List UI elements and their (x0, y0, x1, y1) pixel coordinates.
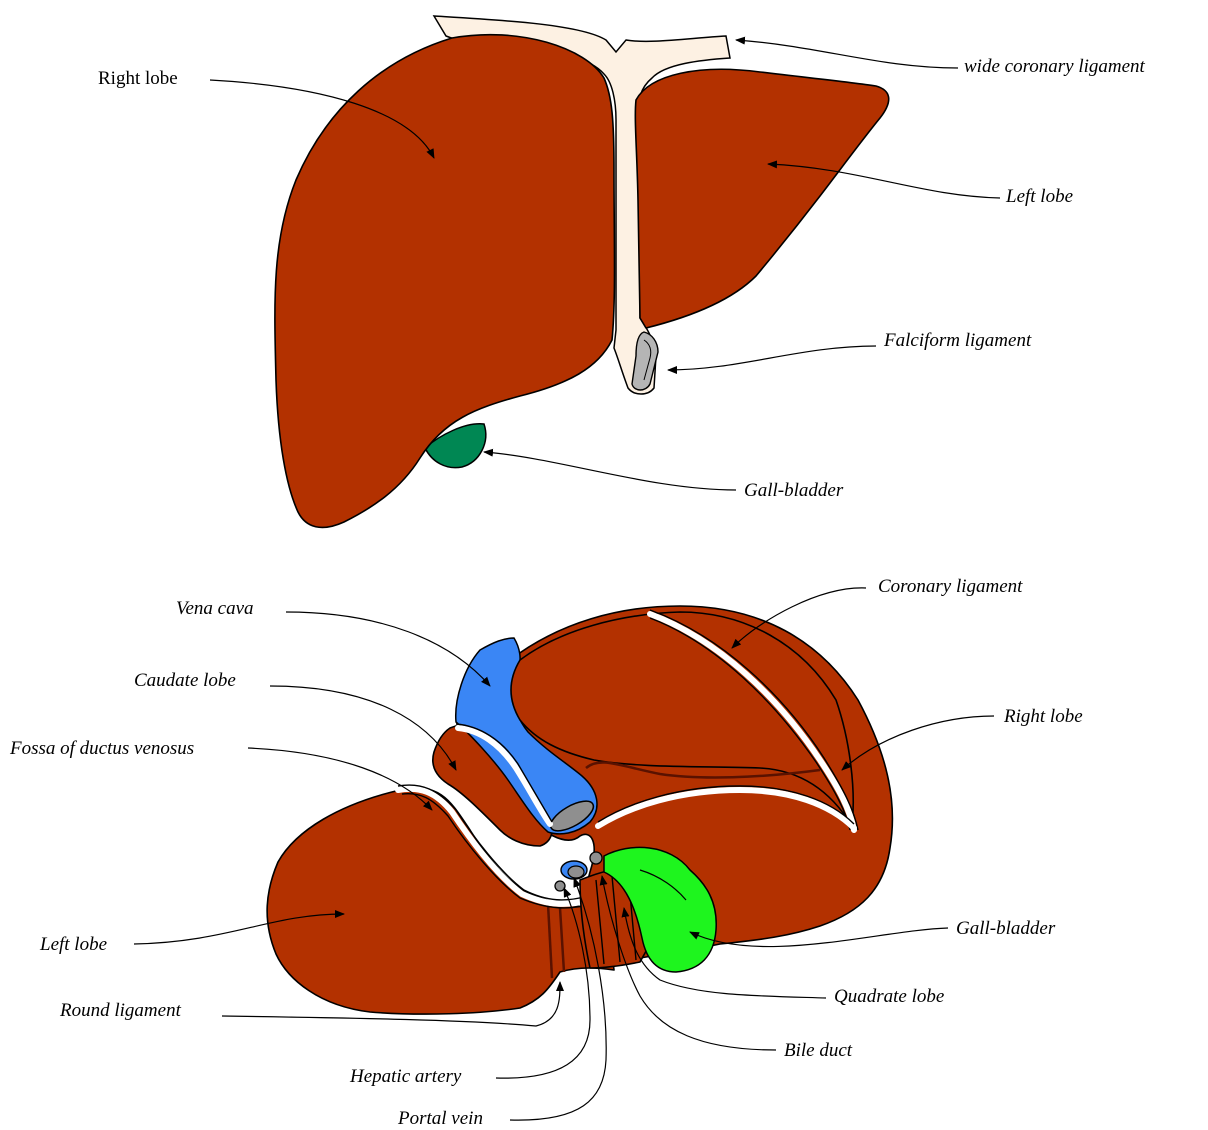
label-fossa-ductus-venosus: Fossa of ductus venosus (9, 738, 194, 759)
label-bottom-right-lobe: Right lobe (1003, 706, 1083, 727)
label-top-right-lobe: Right lobe (98, 68, 178, 89)
label-bottom-gall-bladder: Gall-bladder (956, 918, 1056, 939)
label-wide-coronary-ligament: wide coronary ligament (964, 56, 1146, 77)
label-caudate-lobe: Caudate lobe (134, 670, 236, 691)
label-vena-cava: Vena cava (176, 598, 254, 619)
label-bile-duct: Bile duct (784, 1040, 853, 1061)
label-falciform-ligament: Falciform ligament (883, 330, 1032, 351)
label-quadrate-lobe: Quadrate lobe (834, 986, 944, 1007)
label-coronary-ligament: Coronary ligament (878, 576, 1023, 597)
label-portal-vein: Portal vein (397, 1108, 483, 1129)
label-bottom-left-lobe: Left lobe (39, 934, 107, 955)
bile-duct-vessel (590, 852, 602, 864)
top-left-lobe (635, 69, 888, 328)
liver-visceral-view (267, 606, 892, 1014)
label-top-left-lobe: Left lobe (1005, 186, 1073, 207)
label-top-gall-bladder: Gall-bladder (744, 480, 844, 501)
label-hepatic-artery: Hepatic artery (349, 1066, 462, 1087)
liver-anterior-view (275, 16, 889, 527)
hepatic-artery-vessel (555, 881, 565, 891)
label-round-ligament: Round ligament (59, 1000, 182, 1021)
